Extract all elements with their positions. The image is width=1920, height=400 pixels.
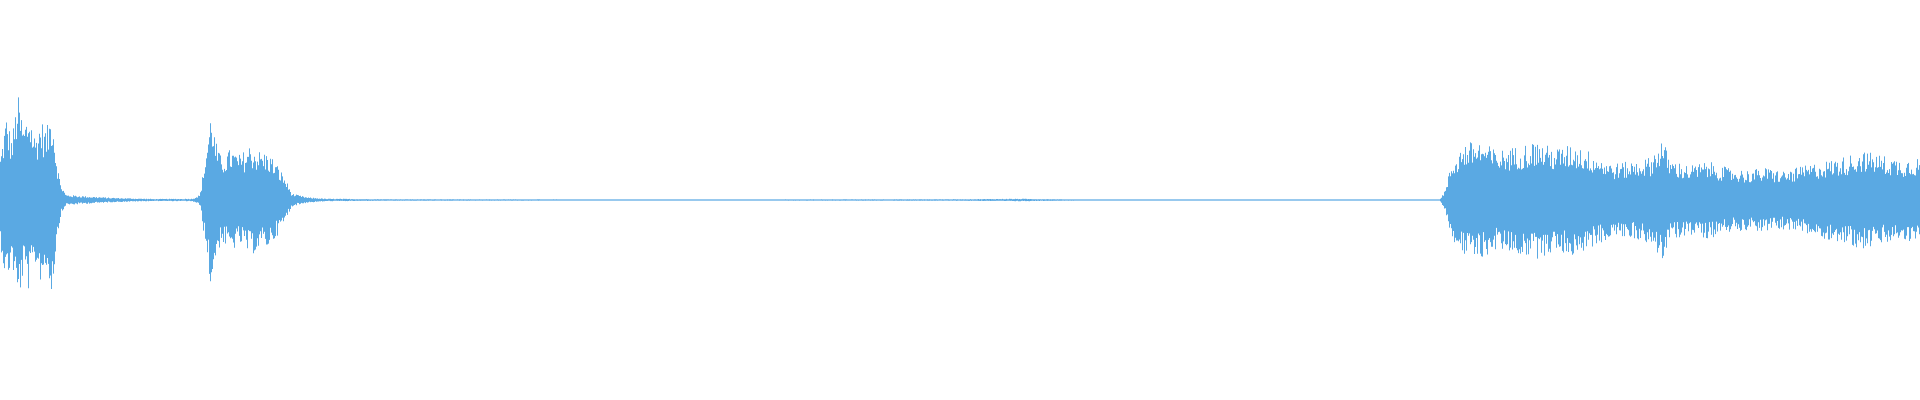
waveform-bars — [0, 97, 1920, 289]
